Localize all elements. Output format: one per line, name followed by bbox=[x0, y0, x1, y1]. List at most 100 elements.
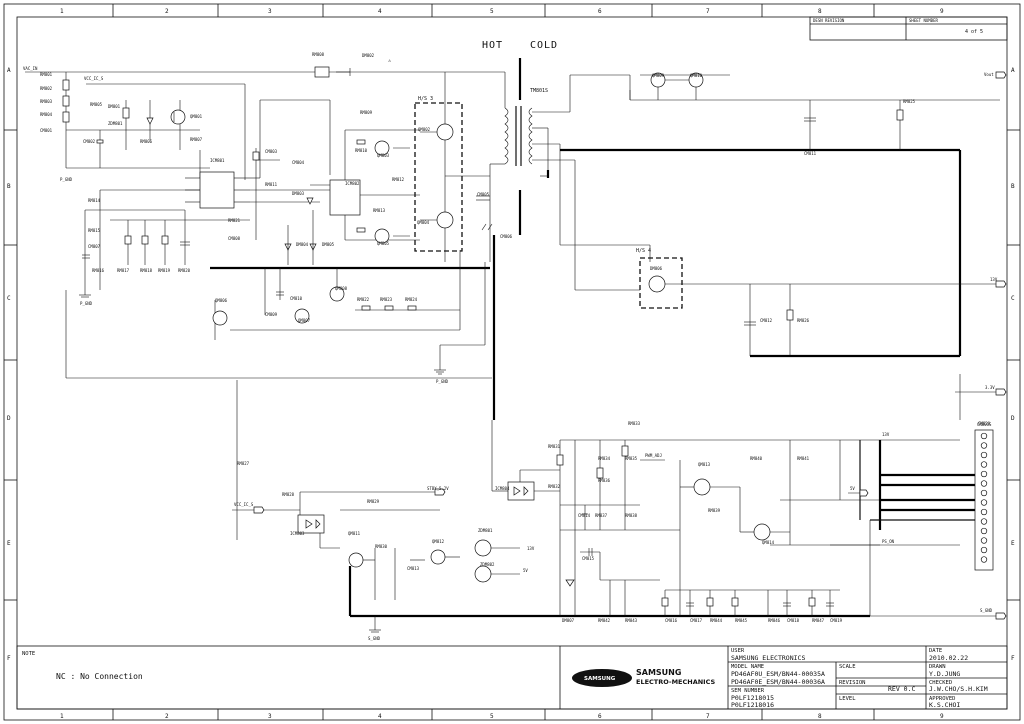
grid-row-label: F bbox=[7, 655, 11, 662]
component-ref: RM812 bbox=[392, 177, 405, 182]
grid-col-label: 7 bbox=[706, 713, 710, 720]
connector-pin bbox=[980, 480, 988, 487]
component-ref: CM814 bbox=[578, 513, 591, 518]
component-ref: RM847 bbox=[812, 618, 825, 623]
component-ref: RM844 bbox=[710, 618, 723, 623]
logo-line1: SAMSUNG bbox=[636, 668, 681, 677]
grid-col-label: 6 bbox=[598, 8, 602, 15]
component-ref: QM801 bbox=[190, 114, 203, 119]
gnd-label-cold: S_GND bbox=[368, 636, 381, 641]
component-ref: QM810 bbox=[690, 73, 703, 78]
approved-label: APPROVED bbox=[929, 696, 956, 702]
grid-col-label: 3 bbox=[268, 8, 272, 15]
component-ref: RM829 bbox=[367, 499, 380, 504]
component-ref: CM809 bbox=[265, 312, 278, 317]
component-ref: RM828 bbox=[282, 492, 295, 497]
net-13v-3: 13V bbox=[882, 432, 890, 437]
grid-row-label: C bbox=[7, 295, 11, 302]
grid-col-label: 7 bbox=[706, 8, 710, 15]
connector-label: CN801S bbox=[977, 422, 992, 427]
connector-pin bbox=[980, 432, 988, 440]
component-ref: RM810 bbox=[355, 148, 368, 153]
component-ref: RM835 bbox=[625, 456, 638, 461]
component-ref: RM824 bbox=[405, 297, 418, 302]
connector-pin bbox=[980, 489, 988, 497]
transformer-label: TM801S bbox=[530, 88, 548, 94]
component-ref: RM817 bbox=[117, 268, 130, 273]
component-ref: QM807 bbox=[298, 318, 311, 323]
component-ref: RM842 bbox=[598, 618, 611, 623]
component-ref: ICM802 bbox=[345, 181, 360, 186]
component-ref: QM811 bbox=[348, 531, 361, 536]
component-ref: RM806 bbox=[140, 139, 153, 144]
user-value: SAMSUNG ELECTRONICS bbox=[731, 654, 805, 662]
component-ref: CM805 bbox=[477, 192, 490, 197]
component-ref: RM823 bbox=[380, 297, 393, 302]
component-ref: RM843 bbox=[625, 618, 638, 623]
gnd-label-cold-2: S_GND bbox=[980, 608, 993, 613]
component-ref: CM807 bbox=[88, 244, 101, 249]
component-ref: RM822 bbox=[357, 297, 370, 302]
component-ref: RM820 bbox=[178, 268, 191, 273]
user-label: USER bbox=[731, 648, 745, 654]
component-ref: ICM803 bbox=[290, 531, 305, 536]
component-ref: CM820 bbox=[978, 421, 991, 426]
component-ref: RM807 bbox=[190, 137, 203, 142]
grid-col-label: 4 bbox=[378, 713, 382, 720]
component-ref: CM817 bbox=[690, 618, 703, 623]
gnd-label-hot: P_GND bbox=[80, 301, 93, 306]
scale-label: SCALE bbox=[839, 664, 856, 670]
grid-col-label: 3 bbox=[268, 713, 272, 720]
note-label: NOTE bbox=[22, 651, 35, 657]
component-ref: RM804 bbox=[40, 112, 53, 117]
component-ref: QM803 bbox=[377, 153, 390, 158]
checked-value: J.W.CHO/S.H.KIM bbox=[929, 685, 988, 693]
logo-oval-text: SAMSUNG bbox=[584, 676, 616, 682]
component-ref: QM813 bbox=[698, 462, 711, 467]
heatsink-hs3-label: H/S 3 bbox=[418, 96, 433, 102]
component-ref: QM805 bbox=[377, 241, 390, 246]
component-ref: RM818 bbox=[140, 268, 153, 273]
sheet-number-block: DESN REVISION SHEET NUMBER 4 of 5 bbox=[809, 16, 1008, 41]
heatsink-hs3: H/S 3 bbox=[414, 72, 490, 262]
net-3v: 3.3V bbox=[985, 385, 995, 390]
revision-label: REVISION bbox=[839, 680, 866, 686]
level-label: LEVEL bbox=[839, 696, 856, 702]
net-stby: STBY_5.2V bbox=[427, 486, 449, 491]
net-13v-2: 13V bbox=[527, 546, 535, 551]
component-ref: CM818 bbox=[787, 618, 800, 623]
grid-row-label: E bbox=[7, 540, 11, 547]
component-ref: CM802 bbox=[83, 139, 96, 144]
component-ref: RM833 bbox=[628, 421, 641, 426]
component-ref: RM837 bbox=[595, 513, 608, 518]
revision-value: REV 0.C bbox=[888, 685, 915, 693]
gnd-label-hot-3: P_GND bbox=[436, 379, 449, 384]
component-ref: RM838 bbox=[625, 513, 638, 518]
component-ref: DM801 bbox=[108, 104, 121, 109]
net-5v: 5V bbox=[523, 568, 528, 573]
grid-col-label: 5 bbox=[490, 8, 494, 15]
sheet-number-label: SHEET NUMBER bbox=[909, 18, 938, 23]
component-ref: QM808 bbox=[335, 286, 348, 291]
component-ref: DM806 bbox=[650, 266, 663, 271]
grid-col-label: 2 bbox=[165, 713, 169, 720]
component-ref: RM845 bbox=[735, 618, 748, 623]
component-ref: QM802 bbox=[418, 127, 431, 132]
net-pwm: PWM_ADJ bbox=[645, 453, 662, 458]
net-13v: 13V bbox=[990, 277, 998, 282]
rev-box-label: DESN REVISION bbox=[813, 18, 845, 23]
component-ref: QM809 bbox=[652, 73, 665, 78]
grid-col-label: 9 bbox=[940, 8, 944, 15]
component-ref: RM836 bbox=[598, 478, 611, 483]
grid-col-label: 4 bbox=[378, 8, 382, 15]
component-ref: QM804 bbox=[417, 220, 430, 225]
component-ref: RM832 bbox=[548, 484, 561, 489]
grid-col-label: 2 bbox=[165, 8, 169, 15]
grid-row-label: A bbox=[7, 67, 11, 74]
component-ref: RM840 bbox=[750, 456, 763, 461]
component-ref: RM834 bbox=[598, 456, 611, 461]
component-ref: RM801 bbox=[40, 72, 53, 77]
